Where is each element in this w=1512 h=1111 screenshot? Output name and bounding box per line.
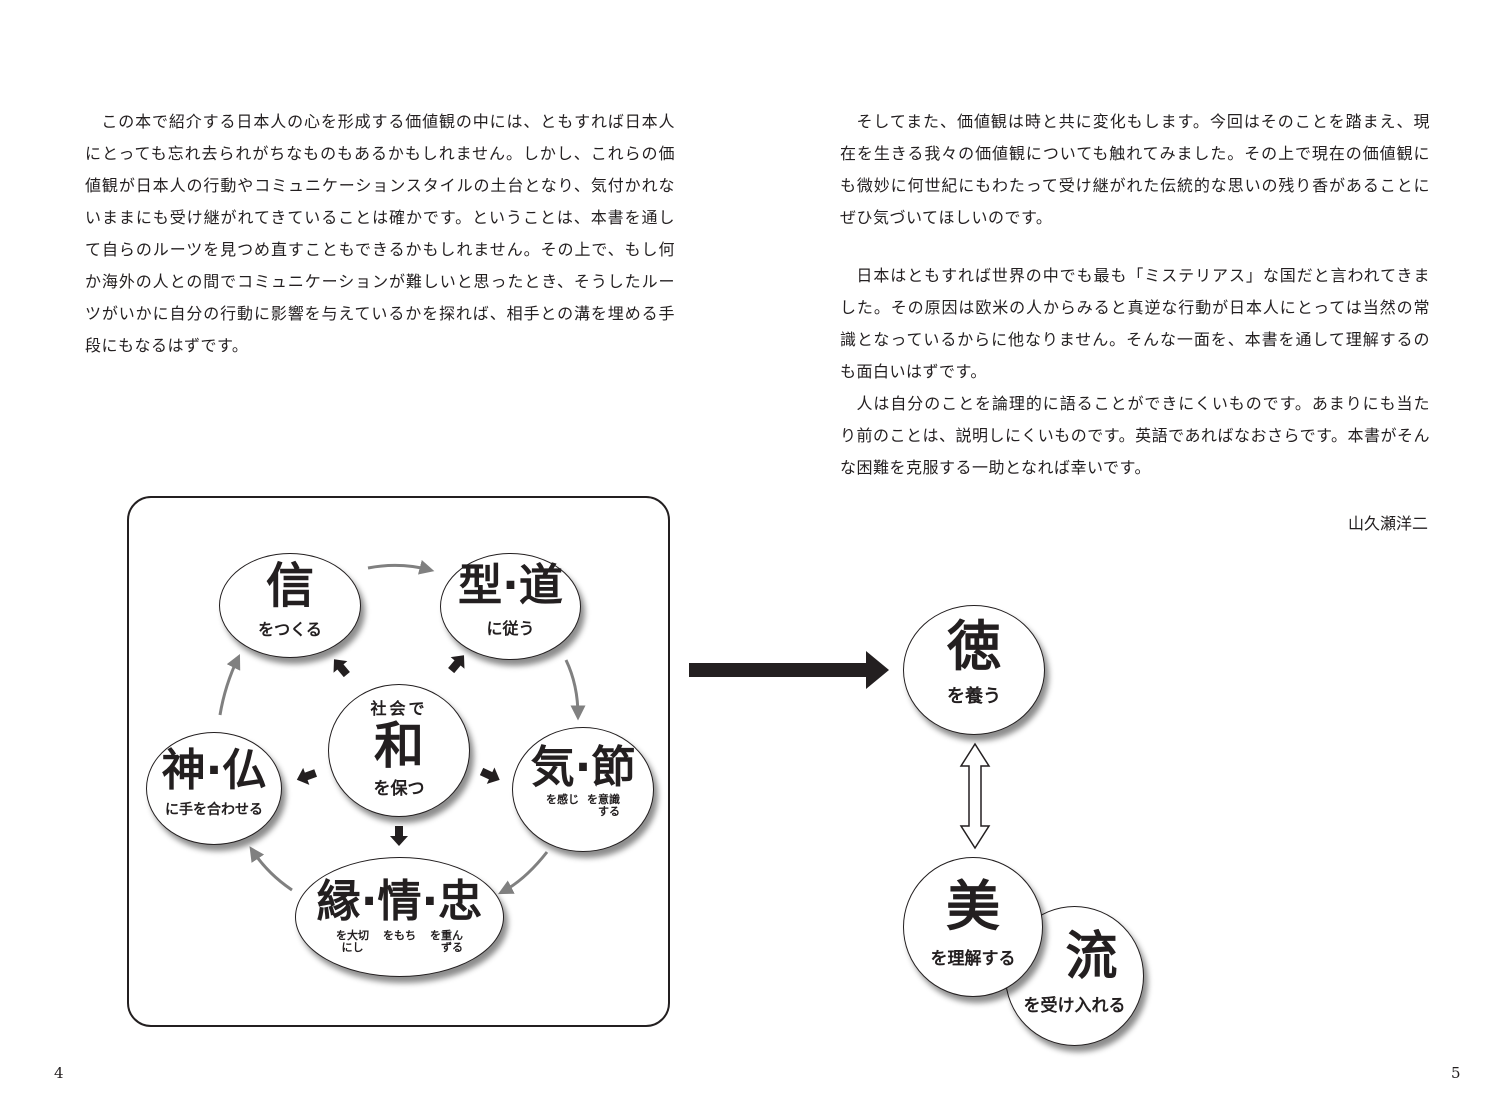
en-sub-1b: にし bbox=[341, 941, 364, 954]
kata-michi-sub: に従う bbox=[486, 619, 535, 638]
kata-michi-main: 型·道 bbox=[458, 560, 563, 611]
cycle-arrow-shin-to-kata bbox=[367, 560, 435, 575]
circle-ki-setsu: 気·節 を感じ を意識 する bbox=[512, 727, 654, 852]
author-name: 山久瀬洋二 bbox=[1347, 514, 1428, 533]
intro-paragraph-left-text: この本で紹介する日本人の心を形成する価値観の中には、ともすれば日本人にとっても忘… bbox=[85, 112, 675, 355]
ki-setsu-subs: を感じ を意識 する bbox=[513, 794, 653, 818]
center-top: 社会で bbox=[370, 699, 428, 718]
ryu-sub: を受け入れる bbox=[1023, 996, 1126, 1016]
intro-paragraph-left: この本で紹介する日本人の心を形成する価値観の中には、ともすれば日本人にとっても忘… bbox=[85, 106, 675, 362]
bi-sub: を理解する bbox=[930, 949, 1016, 969]
intro-paragraphs-right-2: 日本はともすれば世界の中でも最も「ミステリアス」な国だと言われてきました。その原… bbox=[840, 260, 1430, 484]
center-arrow-to-shin bbox=[333, 659, 350, 678]
bi-main: 美 bbox=[946, 875, 1000, 938]
cycle-arrow-kami-to-shin bbox=[218, 653, 241, 716]
shin-sub: をつくる bbox=[258, 620, 322, 639]
circle-bi: 美 を理解する bbox=[903, 857, 1043, 997]
circle-kami-hotoke: 神·仏 に手を合わせる bbox=[146, 732, 282, 845]
intro-paragraph-right-3: 人は自分のことを論理的に語ることができにくいものです。あまりにも当たり前のことは… bbox=[840, 388, 1430, 484]
circle-toku: 徳 を養う bbox=[903, 605, 1045, 735]
center-arrow-to-kata bbox=[448, 655, 465, 674]
values-diagram-frame bbox=[127, 496, 670, 1027]
center-arrow-to-kisetsu bbox=[479, 767, 500, 784]
page-number-left: 4 bbox=[54, 1064, 64, 1082]
jo-sub: をもち bbox=[383, 929, 416, 942]
center-sub: を保つ bbox=[373, 779, 425, 799]
circle-shin: 信 をつくる bbox=[219, 553, 361, 658]
chu-sub: を重ん ずる bbox=[430, 930, 463, 954]
en-jo-chu-subs: を大切 にし をもち を重ん ずる bbox=[296, 930, 503, 954]
intro-paragraph-right-1-text: そしてまた、価値観は時と共に変化もします。今回はそのことを踏まえ、現在を生きる我… bbox=[840, 112, 1430, 227]
en-sub: を大切 にし bbox=[336, 930, 369, 954]
circle-en-jo-chu: 縁·情·忠 を大切 にし をもち を重ん ずる bbox=[295, 857, 504, 977]
center-main: 和 bbox=[374, 717, 424, 775]
cycle-arrow-kata-to-kisetsu bbox=[564, 659, 586, 721]
intro-paragraph-right-2: 日本はともすれば世界の中でも最も「ミステリアス」な国だと言われてきました。その原… bbox=[840, 260, 1430, 388]
intro-paragraph-right-3-text: 人は自分のことを論理的に語ることができにくいものです。あまりにも当たり前のことは… bbox=[840, 394, 1430, 477]
kami-hotoke-sub: に手を合わせる bbox=[165, 802, 263, 818]
ki-setsu-sub-2: を意識 する bbox=[587, 794, 620, 818]
shin-main: 信 bbox=[265, 558, 314, 614]
ki-setsu-sub-1: を感じ bbox=[546, 793, 579, 806]
en-sub-1a: を大切 bbox=[336, 929, 369, 942]
big-arrow-to-toku bbox=[689, 651, 889, 689]
intro-paragraph-right-1: そしてまた、価値観は時と共に変化もします。今回はそのことを踏まえ、現在を生きる我… bbox=[840, 106, 1430, 234]
center-arrow-to-kami bbox=[296, 767, 318, 785]
ryu-main: 流 bbox=[1065, 927, 1118, 987]
ki-setsu-sub-2b: する bbox=[598, 805, 620, 818]
intro-paragraph-right-2-text: 日本はともすれば世界の中でも最も「ミステリアス」な国だと言われてきました。その原… bbox=[840, 266, 1430, 381]
toku-sub: を養う bbox=[947, 686, 1001, 707]
en-jo-chu-main: 縁·情·忠 bbox=[316, 876, 483, 927]
toku-main: 徳 bbox=[947, 615, 1001, 678]
cycle-arrow-en-to-kami bbox=[249, 846, 293, 892]
page-number-right: 5 bbox=[1451, 1064, 1461, 1082]
chu-sub-3a: を重ん bbox=[430, 929, 463, 942]
double-arrow-toku-bi bbox=[959, 742, 991, 850]
circle-center-wa: 社会で 和 を保つ bbox=[328, 684, 470, 817]
circle-kata-michi: 型·道 に従う bbox=[440, 553, 581, 660]
kami-hotoke-main: 神·仏 bbox=[161, 745, 267, 796]
ki-setsu-main: 気·節 bbox=[530, 742, 636, 793]
chu-sub-3b: ずる bbox=[441, 941, 463, 954]
cycle-arrow-kisetsu-to-en bbox=[498, 851, 549, 895]
ki-setsu-sub-2a: を意識 bbox=[587, 793, 620, 806]
center-arrow-to-en bbox=[390, 826, 408, 846]
